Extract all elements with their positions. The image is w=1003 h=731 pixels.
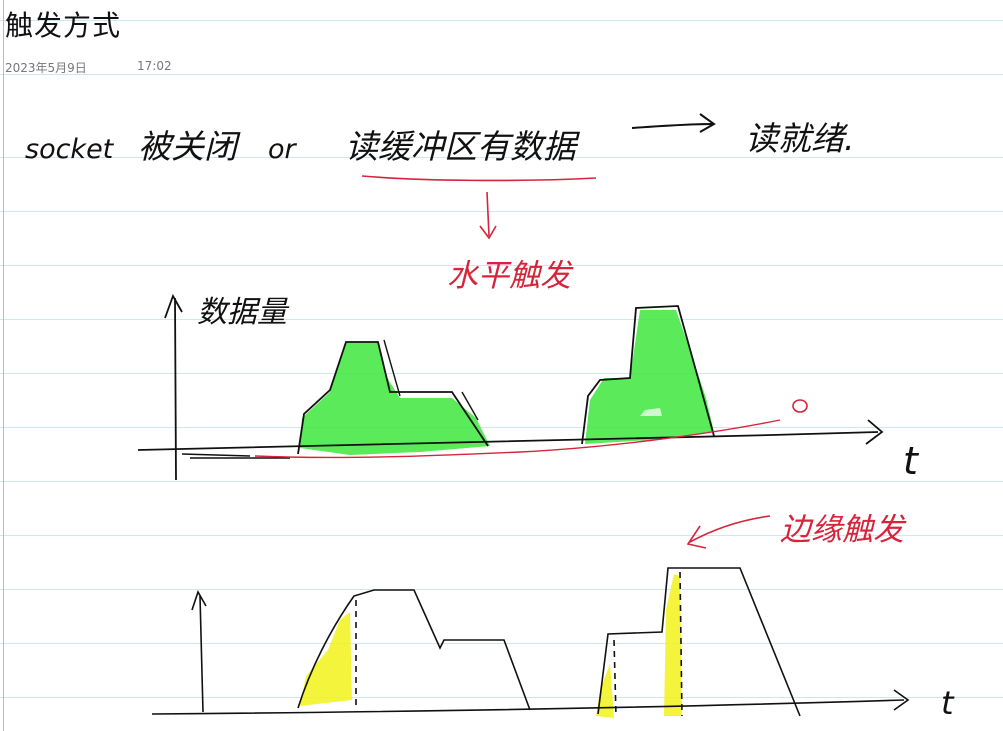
hw-closed: 被关闭 <box>138 127 241 166</box>
margin-line <box>3 0 4 731</box>
hw-ready: 读就绪. <box>745 119 855 158</box>
red-down-arrow <box>479 191 497 240</box>
hw-edge-trigger: 边缘触发 <box>780 512 907 548</box>
note-title[interactable]: 触发方式 <box>5 9 122 42</box>
hw-axis1-label: 数据量 <box>197 295 290 330</box>
red-underline <box>361 175 597 182</box>
note-time: 17:02 <box>137 59 172 73</box>
yellow-area-1 <box>300 612 352 706</box>
graph2 <box>151 567 910 718</box>
red-left-arrow <box>686 515 771 549</box>
hw-level-trigger: 水平触发 <box>447 258 574 294</box>
hw-or: or <box>268 134 298 165</box>
hw-arrow <box>631 113 716 133</box>
hw-buffer: 读缓冲区有数据 <box>345 127 581 166</box>
zero-mark <box>792 399 808 413</box>
yellow-area-3 <box>664 574 682 716</box>
hw-axis2-t: t <box>941 684 955 722</box>
yellow-area-2 <box>596 664 614 718</box>
hw-socket: socket <box>25 134 115 165</box>
green-area-2 <box>585 310 714 444</box>
graph1 <box>137 293 884 481</box>
note-date: 2023年5月9日 <box>5 61 87 75</box>
hw-axis1-t: t <box>903 439 920 483</box>
green-area-1 <box>300 342 490 455</box>
